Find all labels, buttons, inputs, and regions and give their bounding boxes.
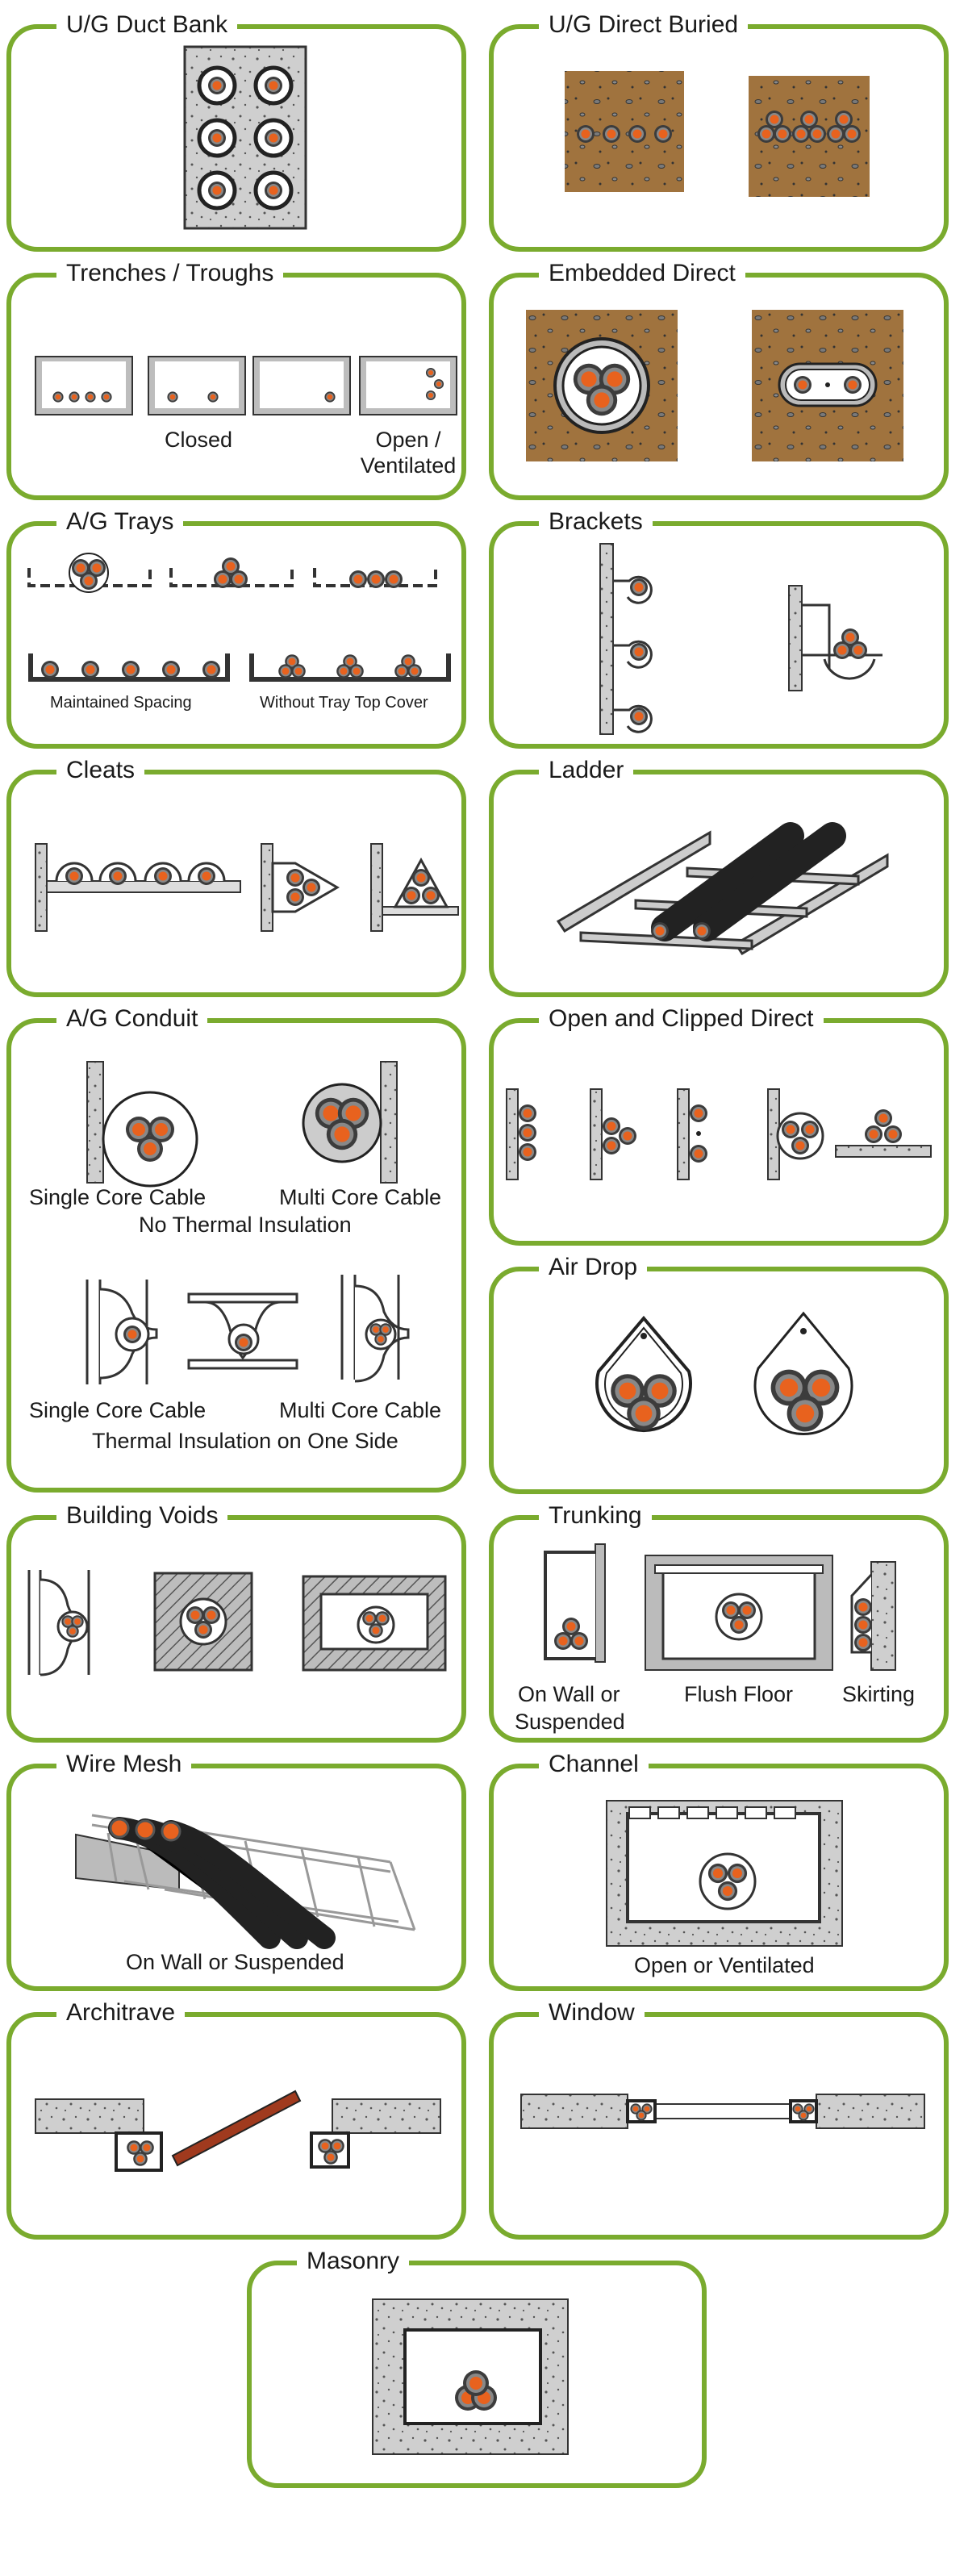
panel-window: Window bbox=[489, 1999, 949, 2240]
panel-title: Ladder bbox=[539, 757, 634, 784]
panel-title: Air Drop bbox=[539, 1254, 648, 1281]
caption-on-wall-or: On Wall or bbox=[518, 1682, 620, 1706]
panel-title: Cleats bbox=[56, 757, 145, 784]
panel-title: Building Voids bbox=[56, 1502, 228, 1530]
caption-open-ventilated: Open / Ventilated bbox=[360, 428, 457, 478]
panel-title: Channel bbox=[539, 1751, 649, 1778]
caption-single-core-cable: Single Core Cable bbox=[29, 1185, 207, 1209]
ag-conduit-illustration bbox=[86, 1061, 410, 1384]
trunking-illustration bbox=[544, 1543, 896, 1671]
panel-title: Open and Clipped Direct bbox=[539, 1005, 824, 1033]
panel-cleats: Cleats bbox=[6, 757, 466, 997]
panel-title: A/G Trays bbox=[56, 508, 184, 536]
duct-bank-illustration bbox=[183, 45, 307, 230]
caption-skirting: Skirting bbox=[842, 1682, 916, 1706]
panel-ag-trays: A/G Trays Maintained Spacing Without Tra… bbox=[6, 508, 466, 749]
panel-open-clipped: Open and Clipped Direct bbox=[489, 1005, 949, 1246]
panel-ag-conduit: A/G Conduit Single Core Cable Multi Core… bbox=[6, 1005, 466, 1493]
wire-mesh-illustration bbox=[75, 1814, 416, 1949]
panel-title: A/G Conduit bbox=[56, 1005, 208, 1033]
panel-channel: Channel Open or Ventilated bbox=[489, 1751, 949, 1991]
direct-buried-illustration bbox=[565, 71, 870, 197]
panel-title: Architrave bbox=[56, 1999, 186, 2027]
panel-ug-duct-bank: U/G Duct Bank bbox=[6, 11, 466, 252]
open-clipped-illustration bbox=[506, 1088, 932, 1180]
panel-trenches: Trenches / Troughs Closed Open / Ventila… bbox=[6, 260, 466, 500]
architrave-illustration bbox=[35, 2090, 441, 2172]
air-drop-illustration bbox=[595, 1311, 853, 1435]
panel-trunking: Trunking On Wall or Suspended Flush Floo… bbox=[489, 1502, 949, 1743]
panel-title: Wire Mesh bbox=[56, 1751, 192, 1778]
panel-title: Embedded Direct bbox=[539, 260, 745, 287]
panel-ug-direct-buried: U/G Direct Buried bbox=[489, 11, 949, 252]
panel-embedded-direct: Embedded Direct bbox=[489, 260, 949, 500]
panel-title: Trunking bbox=[539, 1502, 652, 1530]
building-voids-illustration bbox=[27, 1570, 447, 1676]
panel-masonry: Masonry bbox=[247, 2248, 707, 2488]
caption-open-or-ventilated: Open or Ventilated bbox=[634, 1953, 815, 1977]
caption-flush-floor: Flush Floor bbox=[684, 1682, 794, 1706]
cleats-illustration bbox=[35, 843, 459, 932]
panel-title: Brackets bbox=[539, 508, 653, 536]
caption-thermal-insulation-one-side: Thermal Insulation on One Side bbox=[92, 1429, 398, 1453]
panel-wire-mesh: Wire Mesh On Wall or Suspended bbox=[6, 1751, 466, 1991]
panel-brackets: Brackets bbox=[489, 508, 949, 749]
channel-illustration bbox=[606, 1800, 843, 1947]
panel-title: Window bbox=[539, 1999, 645, 2027]
trenches-illustration bbox=[35, 356, 457, 415]
panel-building-voids: Building Voids bbox=[6, 1502, 466, 1743]
caption-without-tray-top-cover: Without Tray Top Cover bbox=[260, 694, 428, 712]
caption-closed: Closed bbox=[165, 428, 233, 452]
panel-title: U/G Direct Buried bbox=[539, 11, 749, 39]
embedded-direct-illustration bbox=[526, 310, 903, 461]
caption-suspended: Suspended bbox=[515, 1710, 625, 1734]
window-illustration bbox=[520, 2094, 925, 2129]
panel-ladder: Ladder bbox=[489, 757, 949, 997]
caption-multi-core-cable: Multi Core Cable bbox=[279, 1185, 442, 1209]
caption-on-wall-or-suspended: On Wall or Suspended bbox=[126, 1950, 344, 1974]
caption-maintained-spacing: Maintained Spacing bbox=[50, 694, 192, 712]
panel-title: U/G Duct Bank bbox=[56, 11, 238, 39]
ag-trays-illustration bbox=[27, 553, 451, 682]
panel-architrave: Architrave bbox=[6, 1999, 466, 2240]
ladder-illustration bbox=[556, 822, 889, 956]
masonry-illustration bbox=[372, 2298, 569, 2455]
caption-no-thermal-insulation: No Thermal Insulation bbox=[139, 1213, 352, 1237]
caption-multi-core-cable-2: Multi Core Cable bbox=[279, 1398, 442, 1422]
panel-air-drop: Air Drop bbox=[489, 1254, 949, 1494]
caption-single-core-cable-2: Single Core Cable bbox=[29, 1398, 207, 1422]
panel-title: Trenches / Troughs bbox=[56, 260, 284, 287]
brackets-illustration bbox=[599, 543, 882, 735]
panel-title: Masonry bbox=[297, 2248, 410, 2275]
